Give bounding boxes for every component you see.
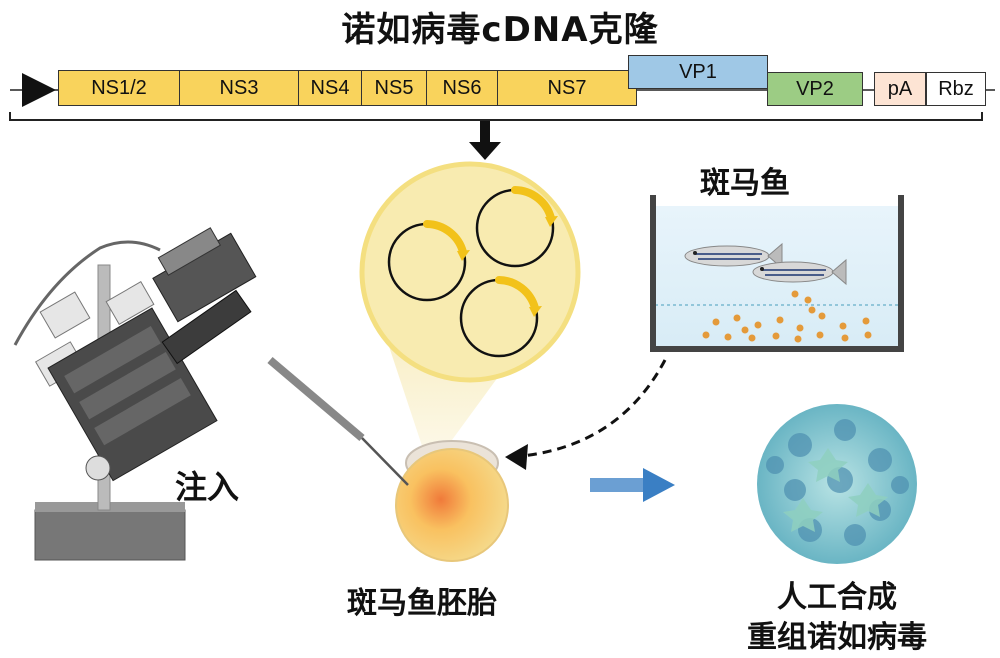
segment-pa: pA [874, 72, 926, 106]
blue-arrow-icon [590, 468, 675, 502]
promoter-arrow-icon [22, 73, 56, 107]
result-label-line1: 人工合成 [777, 580, 897, 615]
segment-ns1-2: NS1/2 [58, 70, 180, 106]
microinjector [13, 227, 409, 561]
segment-vp2: VP2 [767, 72, 863, 106]
dashed-arrow-head-icon [505, 444, 528, 470]
embryo [395, 440, 509, 562]
zebrafish-1 [684, 242, 783, 270]
segment-ns7: NS7 [497, 70, 637, 106]
eggs [702, 290, 872, 343]
segment-rbz: Rbz [926, 72, 986, 106]
result-label-line2: 重组诺如病毒 [747, 620, 927, 655]
injection-label: 注入 [175, 468, 240, 506]
segment-ns6: NS6 [426, 70, 498, 106]
fish-tank [650, 195, 904, 352]
zebrafish-label: 斑马鱼 [700, 166, 790, 201]
norovirus-icon [757, 404, 917, 564]
dashed-arrow [521, 359, 667, 458]
zebrafish-2 [752, 258, 847, 286]
down-arrow-icon [469, 142, 501, 160]
diagram-title: 诺如病毒cDNA克隆 [341, 10, 659, 50]
embryo-label: 斑马鱼胚胎 [347, 586, 497, 621]
segment-ns3: NS3 [179, 70, 299, 106]
plasmid-circle [359, 161, 581, 383]
